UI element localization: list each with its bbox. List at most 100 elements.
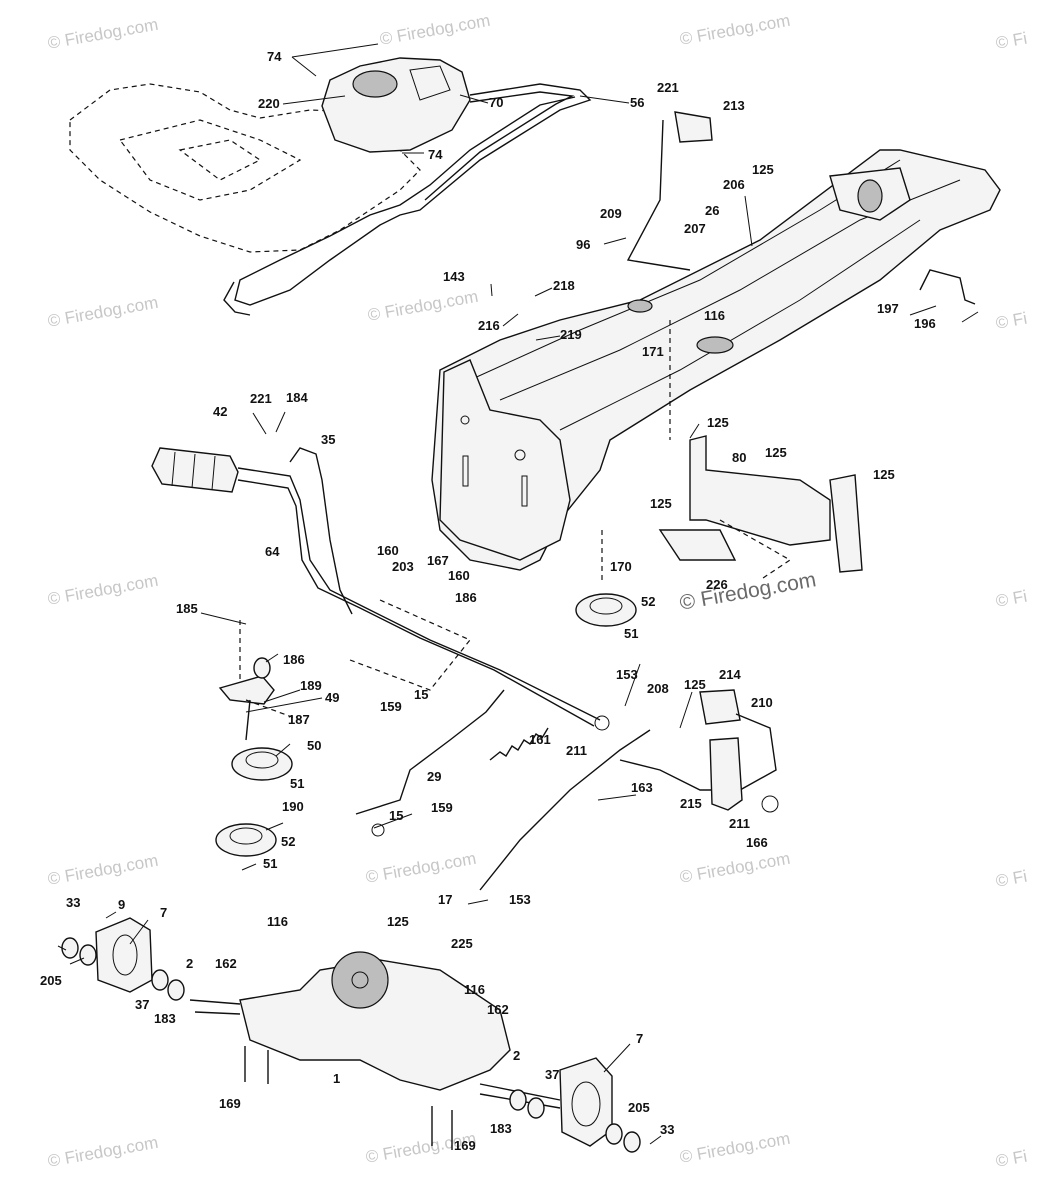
- callout-label: 153: [509, 892, 531, 907]
- bracket: [689, 435, 831, 546]
- callout-label: 70: [489, 95, 504, 110]
- dash-cover: [321, 57, 471, 153]
- callout-label: 161: [529, 732, 551, 747]
- callout-label: 184: [286, 390, 308, 405]
- front-plate: [439, 359, 571, 561]
- callout-label: 211: [729, 816, 750, 831]
- callout-label: 162: [487, 1002, 509, 1017]
- callout-label: 219: [560, 327, 582, 342]
- callout-label: 216: [478, 318, 500, 333]
- callout-label: 215: [680, 796, 702, 811]
- callout-label: 159: [380, 699, 402, 714]
- callout-label: 125: [387, 914, 409, 929]
- callout-label: 125: [650, 496, 672, 511]
- callout-label: 197: [877, 301, 899, 316]
- callout-label: 125: [873, 467, 895, 482]
- callout-label: 218: [553, 278, 575, 293]
- callout-label: 167: [427, 553, 449, 568]
- callout-label: 15: [414, 687, 429, 702]
- pedal-pad: [699, 689, 741, 725]
- callout-label: 125: [684, 677, 706, 692]
- callout-label: 226: [706, 577, 728, 592]
- callout-label: 51: [263, 856, 278, 871]
- callout-label: 125: [752, 162, 774, 177]
- callout-label: 51: [624, 626, 639, 641]
- seat-outline: [69, 83, 421, 253]
- callout-label: 125: [765, 445, 787, 460]
- callout-label: 169: [219, 1096, 241, 1111]
- callout-label: 186: [455, 590, 477, 605]
- callout-label: 183: [154, 1011, 176, 1026]
- leader-lines: [57, 43, 979, 1145]
- callout-label: 186: [283, 652, 305, 667]
- callout-label: 17: [438, 892, 453, 907]
- callout-label: 209: [600, 206, 622, 221]
- callout-label: 52: [641, 594, 656, 609]
- callout-label: 9: [118, 897, 126, 912]
- callout-label: 163: [631, 780, 653, 795]
- callout-label: 166: [746, 835, 768, 850]
- callout-label: 35: [321, 432, 336, 447]
- callout-label: 116: [267, 914, 288, 929]
- callout-label: 7: [636, 1031, 644, 1046]
- callout-label: 52: [281, 834, 296, 849]
- callout-label: 160: [377, 543, 399, 558]
- callout-label: 56: [630, 95, 645, 110]
- callout-label: 80: [732, 450, 747, 465]
- callout-label: 207: [684, 221, 706, 236]
- callout-label: 220: [258, 96, 280, 111]
- callout-label: 2: [513, 1048, 521, 1063]
- drive-belt: [234, 83, 592, 306]
- wheel-hub: [95, 917, 153, 993]
- callout-label: 170: [610, 559, 632, 574]
- callout-label: 116: [704, 308, 725, 323]
- shift-rod: [626, 119, 691, 271]
- callout-label: 160: [448, 568, 470, 583]
- callout-label: 33: [660, 1122, 675, 1137]
- grip: [151, 447, 239, 493]
- callout-label: 169: [454, 1138, 476, 1153]
- callout-label: 213: [723, 98, 745, 113]
- callout-label: 203: [392, 559, 414, 574]
- callout-label: 7: [160, 905, 168, 920]
- lift-rod: [237, 467, 601, 721]
- callout-label: 162: [215, 956, 237, 971]
- callout-label: 171: [642, 344, 664, 359]
- callout-label: 37: [135, 997, 150, 1012]
- callout-label: 187: [288, 712, 310, 727]
- callout-label: 29: [427, 769, 442, 784]
- callout-label: 208: [647, 681, 669, 696]
- callout-label: 206: [723, 177, 745, 192]
- callout-label: 42: [213, 404, 228, 419]
- callout-label: 185: [176, 601, 198, 616]
- callout-label: 221: [657, 80, 679, 95]
- callout-label: 214: [719, 667, 741, 682]
- main-frame: [431, 149, 1001, 571]
- callout-label: 37: [545, 1067, 560, 1082]
- callout-label: 64: [265, 544, 280, 559]
- pulley: [575, 593, 637, 627]
- callout-label: 50: [307, 738, 322, 753]
- spring: [489, 727, 549, 761]
- callout-label: 183: [490, 1121, 512, 1136]
- callout-label: 125: [707, 415, 729, 430]
- callout-label: 15: [389, 808, 404, 823]
- callout-label: 143: [443, 269, 465, 284]
- callout-label: 33: [66, 895, 81, 910]
- callout-label: 116: [464, 982, 485, 997]
- callout-label: 74: [267, 49, 282, 64]
- callout-label: 96: [576, 237, 591, 252]
- pulley: [231, 747, 293, 781]
- callout-label: 211: [566, 743, 587, 758]
- callout-label: 189: [300, 678, 322, 693]
- callout-label: 74: [428, 147, 443, 162]
- callout-label: 210: [751, 695, 773, 710]
- callout-label: 190: [282, 799, 304, 814]
- callout-label: 225: [451, 936, 473, 951]
- callout-label: 26: [705, 203, 720, 218]
- callout-label: 1: [333, 1071, 341, 1086]
- pulley: [215, 823, 277, 857]
- callout-label: 2: [186, 956, 194, 971]
